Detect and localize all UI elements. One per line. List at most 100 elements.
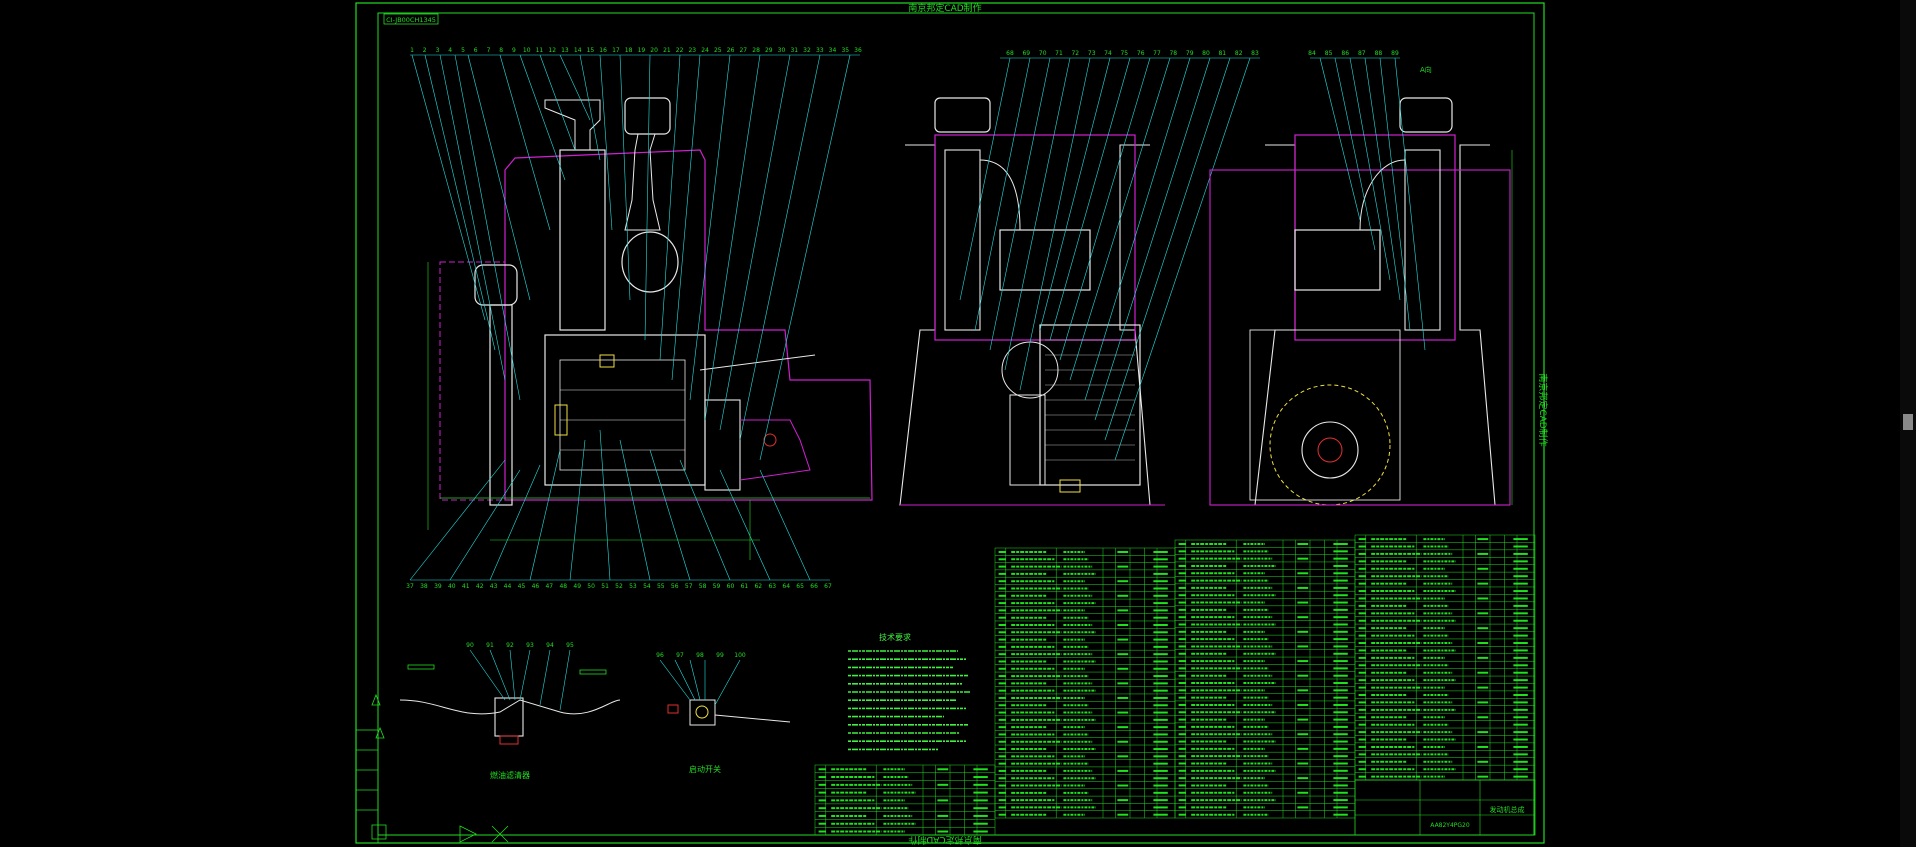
part-callout: 16 [599,47,607,54]
part-callout: 18 [625,47,633,54]
part-callout: 59 [713,583,721,590]
fuel-filter-caption: 燃油滤清器 [490,770,530,780]
part-callout: 90 [466,642,474,649]
part-callout: 87 [1358,50,1366,57]
fuel-filter-detail: 90 91 92 93 94 95 燃油滤清器 [399,642,621,780]
part-callout: 29 [765,47,773,54]
part-callout: 98 [696,652,704,659]
rear-air-cleaner-cap [1399,97,1453,133]
left-revision-strip [355,693,509,844]
part-callout: 75 [1120,50,1128,57]
part-callout: 61 [741,583,749,590]
front-radiator [1039,324,1141,486]
part-callout: 79 [1186,50,1194,57]
part-callout: 84 [1308,50,1316,57]
part-callout: 95 [566,642,574,649]
part-callout: 24 [701,47,709,54]
part-callout: 91 [486,642,494,649]
code-box [383,13,439,25]
sheet-outer-border [355,2,1545,844]
part-callout: 55 [657,583,665,590]
part-callout: 25 [714,47,722,54]
part-callout: 47 [545,583,553,590]
part-callout: 72 [1071,50,1079,57]
part-callout: 93 [526,642,534,649]
part-callout: 69 [1022,50,1030,57]
part-callout: 46 [532,583,540,590]
sheet-inner-border [377,12,1535,836]
part-callout: 3 [436,47,440,54]
part-callout: 68 [1006,50,1014,57]
switch-caption: 启动开关 [689,764,721,774]
part-callout: 80 [1202,50,1210,57]
part-callout: 94 [546,642,554,649]
part-callout: 5 [461,47,465,54]
part-callout: 39 [434,583,442,590]
part-callout: 74 [1104,50,1112,57]
part-callout: 20 [650,47,658,54]
part-callout: 81 [1218,50,1226,57]
side-view-frame [504,149,873,501]
part-callout: 17 [612,47,620,54]
part-callout: 13 [561,47,569,54]
part-callout: 85 [1325,50,1333,57]
part-callout: 33 [816,47,824,54]
part-callout: 78 [1169,50,1177,57]
part-callout: 70 [1039,50,1047,57]
part-callout: 40 [448,583,456,590]
part-callout: 64 [782,583,790,590]
part-callout: 82 [1235,50,1243,57]
part-callout: 51 [601,583,609,590]
part-callout: 49 [573,583,581,590]
title-block-code: AA82Y4PG20 [1430,822,1470,829]
part-callout: 7 [487,47,491,54]
part-callout: 21 [663,47,671,54]
part-callout: 38 [420,583,428,590]
part-callout: 26 [727,47,735,54]
tech-notes-heading: 技术要求 [879,632,911,642]
part-callout: 43 [490,583,498,590]
part-callout: 100 [734,652,746,659]
part-callout: 45 [518,583,526,590]
part-callout: 37 [406,583,414,590]
part-callout: 73 [1088,50,1096,57]
title-block-name: 发动机总成 [1490,805,1525,814]
scrollbar-thumb[interactable] [1903,414,1913,430]
part-callout: 10 [523,47,531,54]
part-callout: 96 [656,652,664,659]
vertical-scrollbar[interactable] [1900,0,1916,847]
part-callout: 77 [1153,50,1161,57]
part-callout: 92 [506,642,514,649]
part-callout: 2 [423,47,427,54]
part-callout: 28 [752,47,760,54]
part-callout: 6 [474,47,478,54]
part-callout: 35 [841,47,849,54]
part-callout: 8 [499,47,503,54]
part-callout: 1 [410,47,414,54]
front-air-filter [999,229,1091,291]
part-callout: 76 [1137,50,1145,57]
rear-view-mark: A向 [1420,65,1432,74]
part-callout: 14 [574,47,582,54]
part-callout: 31 [790,47,798,54]
part-callout: 62 [754,583,762,590]
part-callout: 12 [548,47,556,54]
drawing-title-bottom: 南京邦定CAD制作 [908,834,981,846]
part-callout: 54 [643,583,651,590]
part-callout: 56 [671,583,679,590]
part-callout: 65 [796,583,804,590]
rear-air-filter [1294,229,1381,291]
part-callout: 99 [716,652,724,659]
part-callout: 36 [854,47,862,54]
part-callout: 4 [448,47,452,54]
part-callout: 11 [536,47,544,54]
part-callout: 53 [629,583,637,590]
part-callout: 9 [512,47,516,54]
